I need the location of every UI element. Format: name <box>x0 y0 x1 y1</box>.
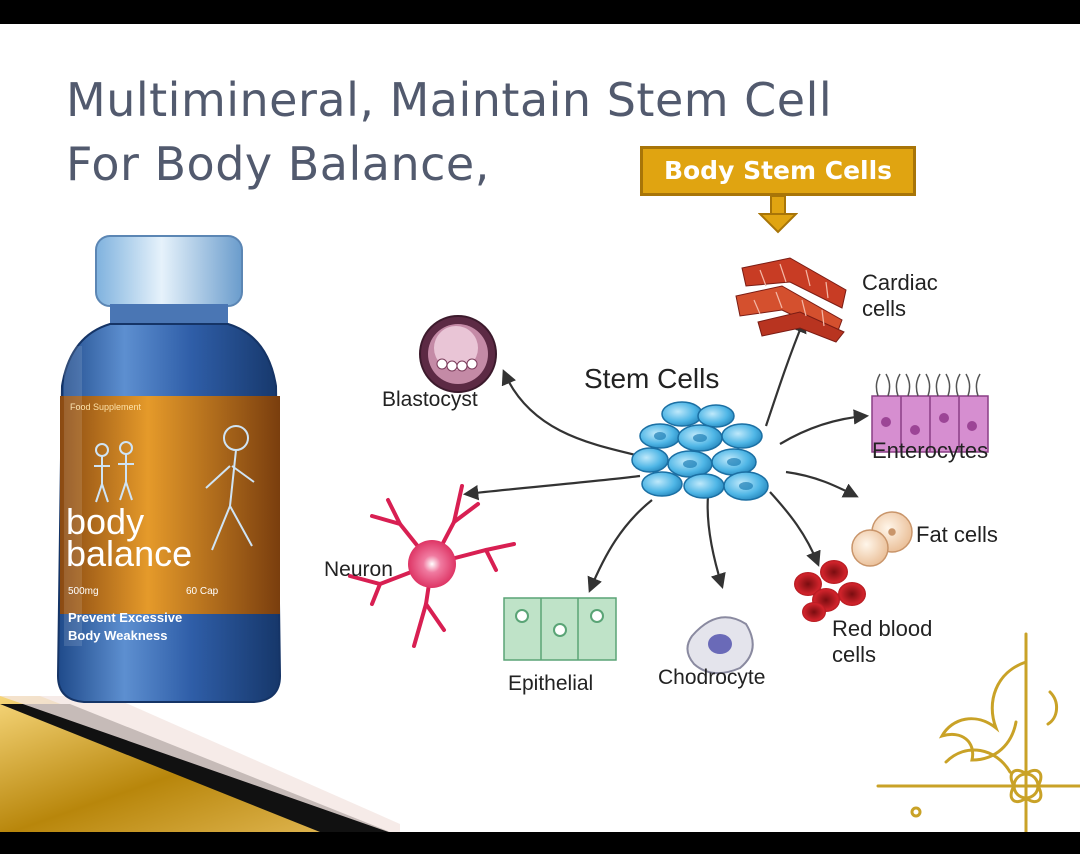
bottle-category: Food Supplement <box>70 402 142 412</box>
arrow-to-blastocyst <box>501 369 641 458</box>
arrow-to-enterocytes <box>779 409 870 445</box>
stem-cell-diagram: Stem Cells Cardiac cells Blastocyst Ente… <box>324 257 998 695</box>
title-line-1: Multimineral, Maintain Stem Cell <box>66 73 833 127</box>
bottle-dose: 500mg <box>68 586 99 597</box>
title-line-2: For Body Balance, <box>66 137 490 191</box>
differentiation-arrows <box>462 317 870 593</box>
chodrocyte-illustration <box>686 616 754 675</box>
slide-title: Multimineral, Maintain Stem Cell For Bod… <box>66 68 832 196</box>
body-stem-cells-callout: Body Stem Cells <box>640 146 916 196</box>
red-blood-cells-illustration <box>794 560 866 622</box>
bottle-claim-line-2: Body Weakness <box>68 628 167 643</box>
arrow-to-epithelial <box>587 499 653 593</box>
red-blood-label-line-1: Red blood <box>832 616 932 641</box>
blastocyst-label: Blastocyst <box>382 388 478 411</box>
arrow-to-chodrocyte <box>706 495 726 589</box>
gold-corner-ornament-icon <box>876 632 1080 832</box>
bottle-brand-line-1: body <box>66 501 144 542</box>
enterocytes-label: Enterocytes <box>872 438 988 463</box>
neuron-label: Neuron <box>324 558 393 581</box>
blastocyst-illustration <box>419 315 497 393</box>
epithelial-label: Epithelial <box>508 672 593 695</box>
decorative-stripes <box>0 696 400 832</box>
bottle-claim-line-1: Prevent Excessive <box>68 610 182 625</box>
bottle-brand-line-2: balance <box>66 533 192 574</box>
chodrocyte-label: Chodrocyte <box>658 666 765 689</box>
fat-cells-label: Fat cells <box>916 522 998 547</box>
fat-cells-illustration <box>851 511 913 567</box>
arrow-to-red-blood-cells <box>769 491 821 567</box>
arrow-to-cardiac <box>764 317 807 427</box>
bottle-count: 60 Cap <box>186 586 219 597</box>
arrow-to-fat-cells <box>785 470 859 498</box>
stem-cells-label: Stem Cells <box>584 363 719 394</box>
cardiac-label-line-2: cells <box>862 296 906 321</box>
enterocytes-illustration <box>871 373 989 453</box>
cardiac-cells-illustration <box>735 257 847 343</box>
neuron-illustration <box>348 484 516 648</box>
down-arrow-icon <box>758 196 798 234</box>
body-balance-bottle: Food Supplement body balance 500mg 60 Ca… <box>56 235 282 703</box>
epithelial-illustration <box>503 597 617 661</box>
red-blood-label-line-2: cells <box>832 642 876 667</box>
arrow-to-neuron <box>462 474 641 501</box>
cardiac-label-line-1: Cardiac <box>862 270 938 295</box>
slide: Multimineral, Maintain Stem Cell For Bod… <box>0 24 1080 832</box>
